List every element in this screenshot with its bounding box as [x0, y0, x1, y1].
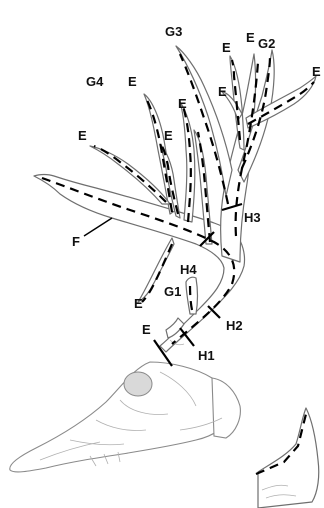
label-g3: G3: [165, 24, 182, 39]
label-g1: G1: [164, 284, 181, 299]
label-h4: H4: [180, 262, 197, 277]
label-e-right: E: [312, 64, 321, 79]
main-beam-shape: [34, 175, 245, 353]
label-e-inner: E: [164, 128, 173, 143]
label-e-g4: E: [128, 74, 137, 89]
label-e-center: E: [178, 96, 187, 111]
label-g4: G4: [86, 74, 104, 89]
second-antler-base: [256, 408, 319, 508]
label-e-upper: E: [222, 40, 231, 55]
label-e-mid: E: [218, 84, 227, 99]
label-e-low: E: [134, 296, 143, 311]
label-g2: G2: [258, 36, 275, 51]
deer-skull: [10, 362, 241, 472]
f-leader-line: [84, 218, 112, 236]
label-h1: H1: [198, 348, 215, 363]
label-h2: H2: [226, 318, 243, 333]
label-e-top: E: [246, 30, 255, 45]
label-e-burr: E: [142, 322, 151, 337]
label-h3: H3: [244, 210, 261, 225]
label-e-left: E: [78, 128, 87, 143]
label-f: F: [72, 234, 80, 249]
